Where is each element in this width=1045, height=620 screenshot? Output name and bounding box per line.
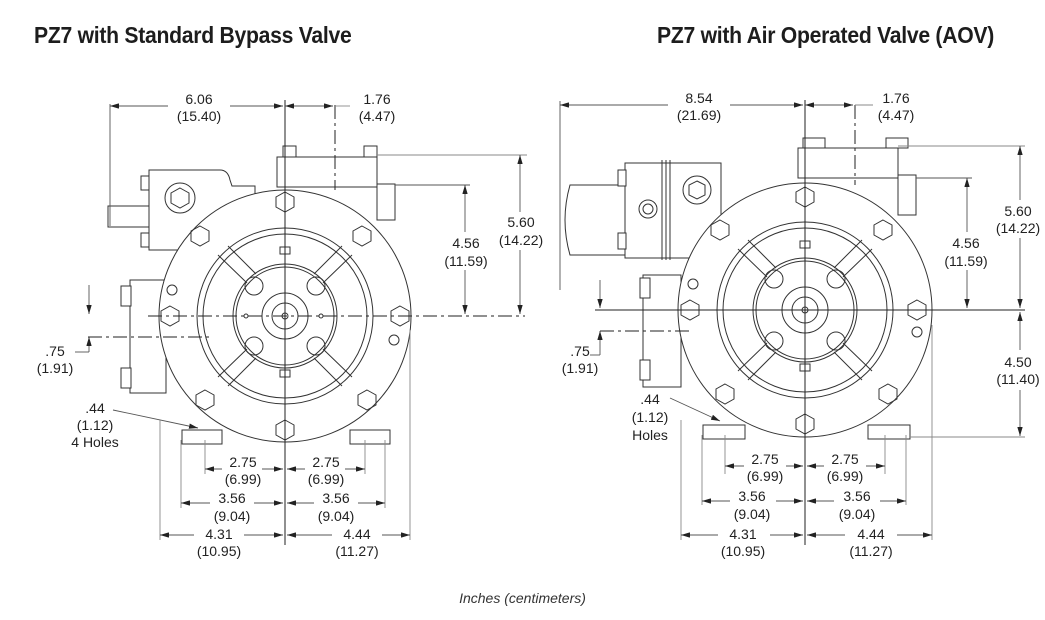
- dim-base-inner-left-cm: (6.99): [747, 468, 784, 484]
- dim-base-outer-left-cm: (10.95): [197, 543, 241, 559]
- port-hole: [764, 331, 784, 351]
- hex-plug-icon: [688, 180, 706, 200]
- base-foot-left: [702, 424, 746, 440]
- bypass-valve-block: [276, 156, 378, 188]
- bolt: [120, 285, 132, 307]
- dim-base-outer-left-in: 4.31: [205, 526, 232, 542]
- bolt: [120, 367, 132, 389]
- dim-height-outer-cm: (14.22): [499, 232, 543, 248]
- left-dimension-labels: 6.06 (15.40) 1.76 (4.47) 4.56 (11.59) 5.…: [37, 91, 547, 559]
- hex-plug-icon: [170, 187, 190, 209]
- dim-base-outer-right-in: 4.44: [343, 526, 370, 542]
- valve-side-plate: [376, 183, 396, 221]
- left-diagram-title: PZ7 with Standard Bypass Valve: [34, 22, 352, 48]
- dim-top-offset-in: 1.76: [363, 91, 390, 107]
- port-hole: [826, 269, 846, 289]
- dim-shaft-height-in: 4.50: [1004, 354, 1031, 370]
- dim-top-offset-cm: (4.47): [359, 108, 396, 124]
- dim-top-width-cm: (21.69): [677, 107, 721, 123]
- dim-base-mid-left-in: 3.56: [218, 490, 245, 506]
- dim-holes-note: 4 Holes: [71, 434, 118, 450]
- right-dimension-labels: 8.54 (21.69) 1.76 (4.47) 4.56 (11.59) 5.…: [562, 90, 1045, 559]
- port-hole: [826, 331, 846, 351]
- dim-base-mid-left-cm: (9.04): [734, 506, 771, 522]
- units-caption: Inches (centimeters): [459, 590, 586, 606]
- flange-ribs: [217, 245, 353, 387]
- dim-height-inner-in: 4.56: [452, 235, 479, 251]
- dim-height-inner-in: 4.56: [952, 235, 979, 251]
- bolt: [639, 277, 651, 299]
- inlet-stub: [107, 205, 150, 228]
- dim-base-inner-right-in: 2.75: [312, 454, 339, 470]
- port-hole: [764, 269, 784, 289]
- dim-holes-in: .44: [640, 391, 660, 407]
- dim-top-width-in: 6.06: [185, 91, 212, 107]
- dim-base-inner-right-cm: (6.99): [308, 471, 345, 487]
- valve-side-plate: [897, 174, 917, 216]
- air-port: [638, 199, 658, 219]
- dim-side-offset-cm: (1.91): [37, 360, 74, 376]
- dim-height-outer-in: 5.60: [1004, 203, 1031, 219]
- right-diagram-title: PZ7 with Air Operated Valve (AOV): [657, 22, 994, 48]
- dim-top-width-cm: (15.40): [177, 108, 221, 124]
- dim-holes-cm: (1.12): [77, 417, 114, 433]
- dim-top-width-in: 8.54: [685, 90, 712, 106]
- dim-base-outer-right-cm: (11.27): [335, 543, 378, 559]
- dim-height-inner-cm: (11.59): [944, 253, 987, 269]
- port-hole: [306, 336, 326, 356]
- left-dimension-lines: [75, 103, 527, 540]
- left-pump-drawing: [107, 100, 525, 545]
- dim-base-inner-left-in: 2.75: [751, 451, 778, 467]
- dim-top-offset-in: 1.76: [882, 90, 909, 106]
- port-hole: [244, 336, 264, 356]
- flange-ribs: [737, 239, 873, 381]
- bolt: [639, 359, 651, 381]
- bolt-head: [885, 137, 909, 149]
- bolt: [140, 232, 150, 248]
- valve-block: [797, 147, 899, 179]
- dim-height-inner-cm: (11.59): [444, 253, 487, 269]
- dim-base-outer-right-cm: (11.27): [849, 543, 892, 559]
- dim-base-inner-left-in: 2.75: [229, 454, 256, 470]
- port-hole: [306, 276, 326, 296]
- dim-base-inner-right-cm: (6.99): [827, 468, 864, 484]
- dim-base-mid-right-in: 3.56: [843, 488, 870, 504]
- bolt: [617, 169, 627, 187]
- right-pump-drawing: [564, 100, 1025, 545]
- dim-base-mid-left-cm: (9.04): [214, 508, 251, 524]
- dim-base-outer-left-cm: (10.95): [721, 543, 765, 559]
- port-hole: [244, 276, 264, 296]
- dim-base-outer-right-in: 4.44: [857, 526, 884, 542]
- dim-side-offset-in: .75: [45, 343, 65, 359]
- dim-height-outer-cm: (14.22): [996, 220, 1040, 236]
- base-foot-right: [867, 424, 911, 440]
- dim-base-inner-right-in: 2.75: [831, 451, 858, 467]
- dim-holes-in: .44: [85, 400, 105, 416]
- air-actuator-cap: [564, 184, 626, 256]
- bolt-head: [363, 145, 378, 158]
- dim-base-mid-left-in: 3.56: [738, 488, 765, 504]
- dim-base-outer-left-in: 4.31: [729, 526, 756, 542]
- bolt: [617, 232, 627, 250]
- dim-side-offset-in: .75: [570, 343, 590, 359]
- dim-side-offset-cm: (1.91): [562, 360, 599, 376]
- base-foot-right: [349, 429, 391, 445]
- dim-base-mid-right-in: 3.56: [322, 490, 349, 506]
- dim-holes-note: Holes: [632, 427, 668, 443]
- dim-height-outer-in: 5.60: [507, 214, 534, 230]
- base-foot-left: [181, 429, 223, 445]
- dim-base-inner-left-cm: (6.99): [225, 471, 262, 487]
- dim-top-offset-cm: (4.47): [878, 107, 915, 123]
- dim-base-mid-right-cm: (9.04): [839, 506, 876, 522]
- bolt: [140, 175, 150, 191]
- dim-holes-cm: (1.12): [632, 409, 669, 425]
- bolt-head: [802, 137, 826, 149]
- dim-base-mid-right-cm: (9.04): [318, 508, 355, 524]
- bolt-head: [282, 145, 297, 158]
- dim-shaft-height-cm: (11.40): [996, 371, 1039, 387]
- flange-bolts: [680, 186, 927, 435]
